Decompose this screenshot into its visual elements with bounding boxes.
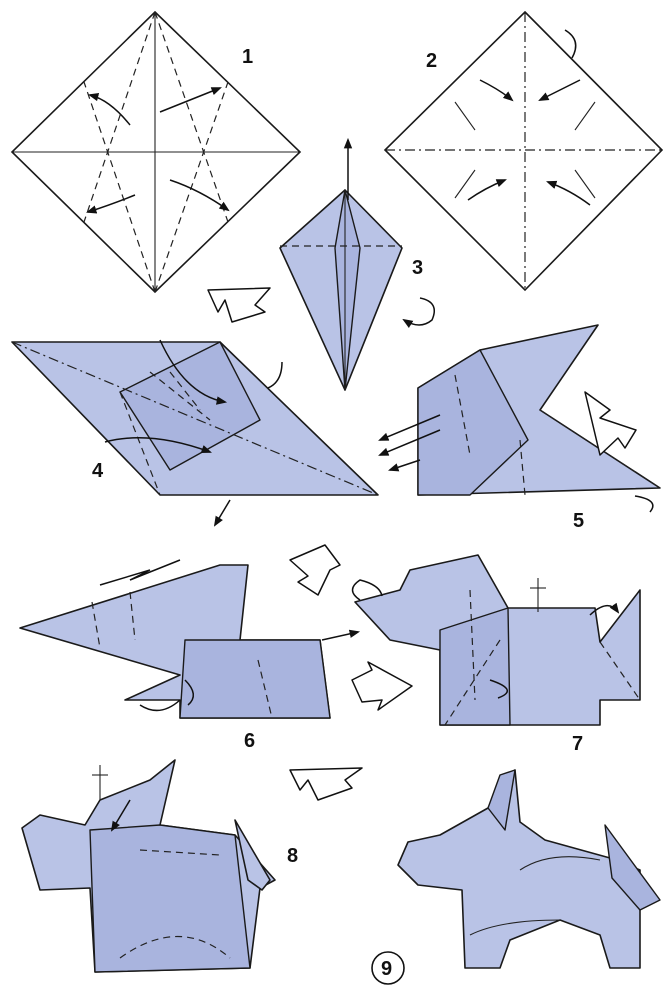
step-4-model: [12, 340, 378, 525]
transition-arrow-6-7: [352, 662, 412, 710]
transition-arrow-3-4: [208, 288, 270, 322]
step-7-number: 7: [572, 733, 583, 755]
transition-arrow-7-8: [290, 768, 362, 800]
step-7-model: [353, 555, 641, 725]
step-9-number: 9: [381, 958, 392, 980]
step-4-number: 4: [92, 460, 104, 482]
transition-arrow-5-6: [290, 545, 340, 595]
step-8-model: [22, 760, 275, 972]
step-1-sheet: [12, 12, 300, 292]
step-3-number: 3: [412, 257, 423, 279]
step-1-number: 1: [242, 46, 253, 68]
step-2-number: 2: [426, 50, 437, 72]
step-9-dog: [398, 770, 660, 968]
step-6-number: 6: [244, 730, 255, 752]
step-5-model: [380, 325, 660, 512]
step-5-number: 5: [573, 510, 584, 532]
step-8-number: 8: [287, 845, 298, 867]
